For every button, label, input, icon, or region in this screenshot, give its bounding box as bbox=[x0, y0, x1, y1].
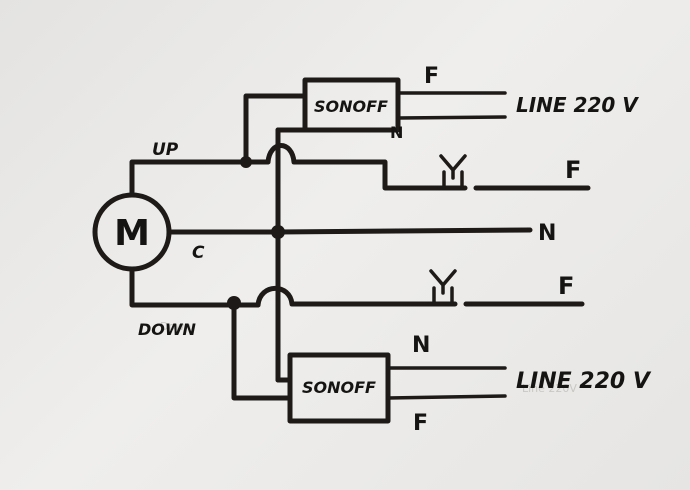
wire-up-to-switch1 bbox=[265, 143, 443, 191]
ghost-pencil-mark-down: Down bbox=[160, 320, 191, 333]
switch2-f-label: F bbox=[558, 272, 574, 300]
wire-common bbox=[166, 227, 533, 235]
neutral-n-label: N bbox=[538, 221, 556, 246]
wire-sonoff-bottom-f bbox=[386, 394, 507, 400]
sonoff-top-n-label: N bbox=[390, 123, 403, 142]
ghost-pencil-mark-line: Line 220V bbox=[522, 382, 577, 395]
switch1-actuator bbox=[439, 154, 467, 180]
sonoff-top-label: SONOFF bbox=[314, 97, 388, 116]
switch2-contacts bbox=[432, 286, 454, 306]
sonoff-top-box bbox=[302, 77, 401, 133]
sonoff-top-f-label: F bbox=[424, 64, 439, 89]
down-label: DOWN bbox=[138, 320, 197, 339]
switch1-contacts bbox=[442, 170, 464, 190]
common-label: C bbox=[192, 243, 205, 263]
wire-up bbox=[129, 159, 271, 198]
wire-down bbox=[129, 266, 261, 308]
switch1-f-label: F bbox=[565, 156, 581, 184]
sonoff-top-line-label: LINE 220 V bbox=[516, 93, 639, 117]
switch2-actuator bbox=[429, 269, 457, 295]
sonoff-bottom-n-label: N bbox=[412, 333, 430, 358]
wire-sonoff-top-n bbox=[396, 115, 507, 120]
junction-dot-up bbox=[240, 156, 252, 168]
sonoff-bottom-box bbox=[287, 352, 391, 424]
junction-dot-down bbox=[227, 296, 241, 310]
wire-down-to-switch2 bbox=[255, 286, 433, 308]
junction-dot-common bbox=[271, 225, 285, 239]
wire-down-to-sonoff-bottom bbox=[231, 300, 293, 401]
wire-up-to-sonoff-top bbox=[243, 93, 308, 165]
motor-label: M bbox=[114, 213, 150, 254]
sonoff-bottom-line-label: LINE 220 V bbox=[516, 369, 652, 394]
sonoff-bottom-f-label: F bbox=[413, 411, 428, 436]
up-label: UP bbox=[152, 140, 179, 160]
sonoff-bottom-label: SONOFF bbox=[302, 378, 376, 397]
